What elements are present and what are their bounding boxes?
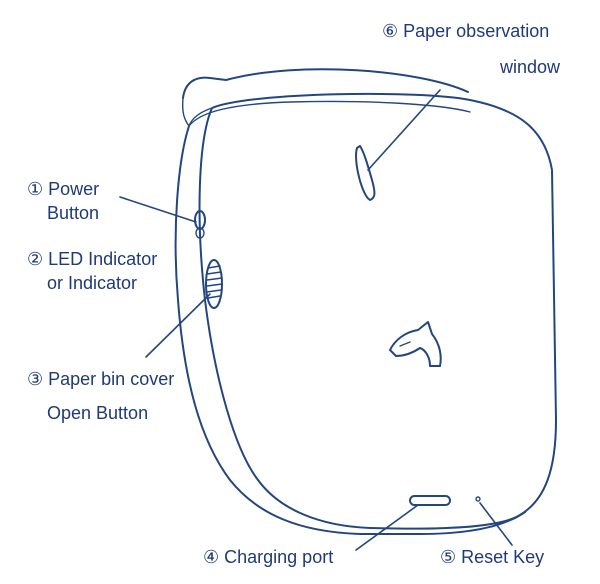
reset-key-hole [475,496,481,502]
cover-open-button [205,259,223,309]
leader-cover [145,293,211,358]
label-window-line2: window [500,57,561,77]
leader-reset [479,502,513,546]
leader-charging [355,504,419,551]
label-reset-key: ⑤ Reset Key [440,547,545,567]
label-power-line1: ① Power [27,179,100,199]
leader-power [119,196,197,223]
printer-top-hump [182,68,469,99]
label-power-line2: Button [47,203,100,223]
observation-window [355,145,376,201]
label-charging-port: ④ Charging port [203,547,334,567]
printer-body-outline [198,92,557,530]
label-cover-line2: Open Button [47,403,149,423]
charging-port [409,495,451,506]
leader-window [367,89,441,171]
printer-side-shell [174,125,526,535]
printer-top-edge [188,100,471,127]
label-cover-line1: ③ Paper bin cover [27,369,175,389]
power-button [194,210,206,230]
horse-logo-icon [389,321,442,367]
label-led-line2: or Indicator [47,273,138,293]
label-led-line1: ② LED Indicator [27,249,158,269]
label-window-line1: ⑥ Paper observation [382,21,550,41]
